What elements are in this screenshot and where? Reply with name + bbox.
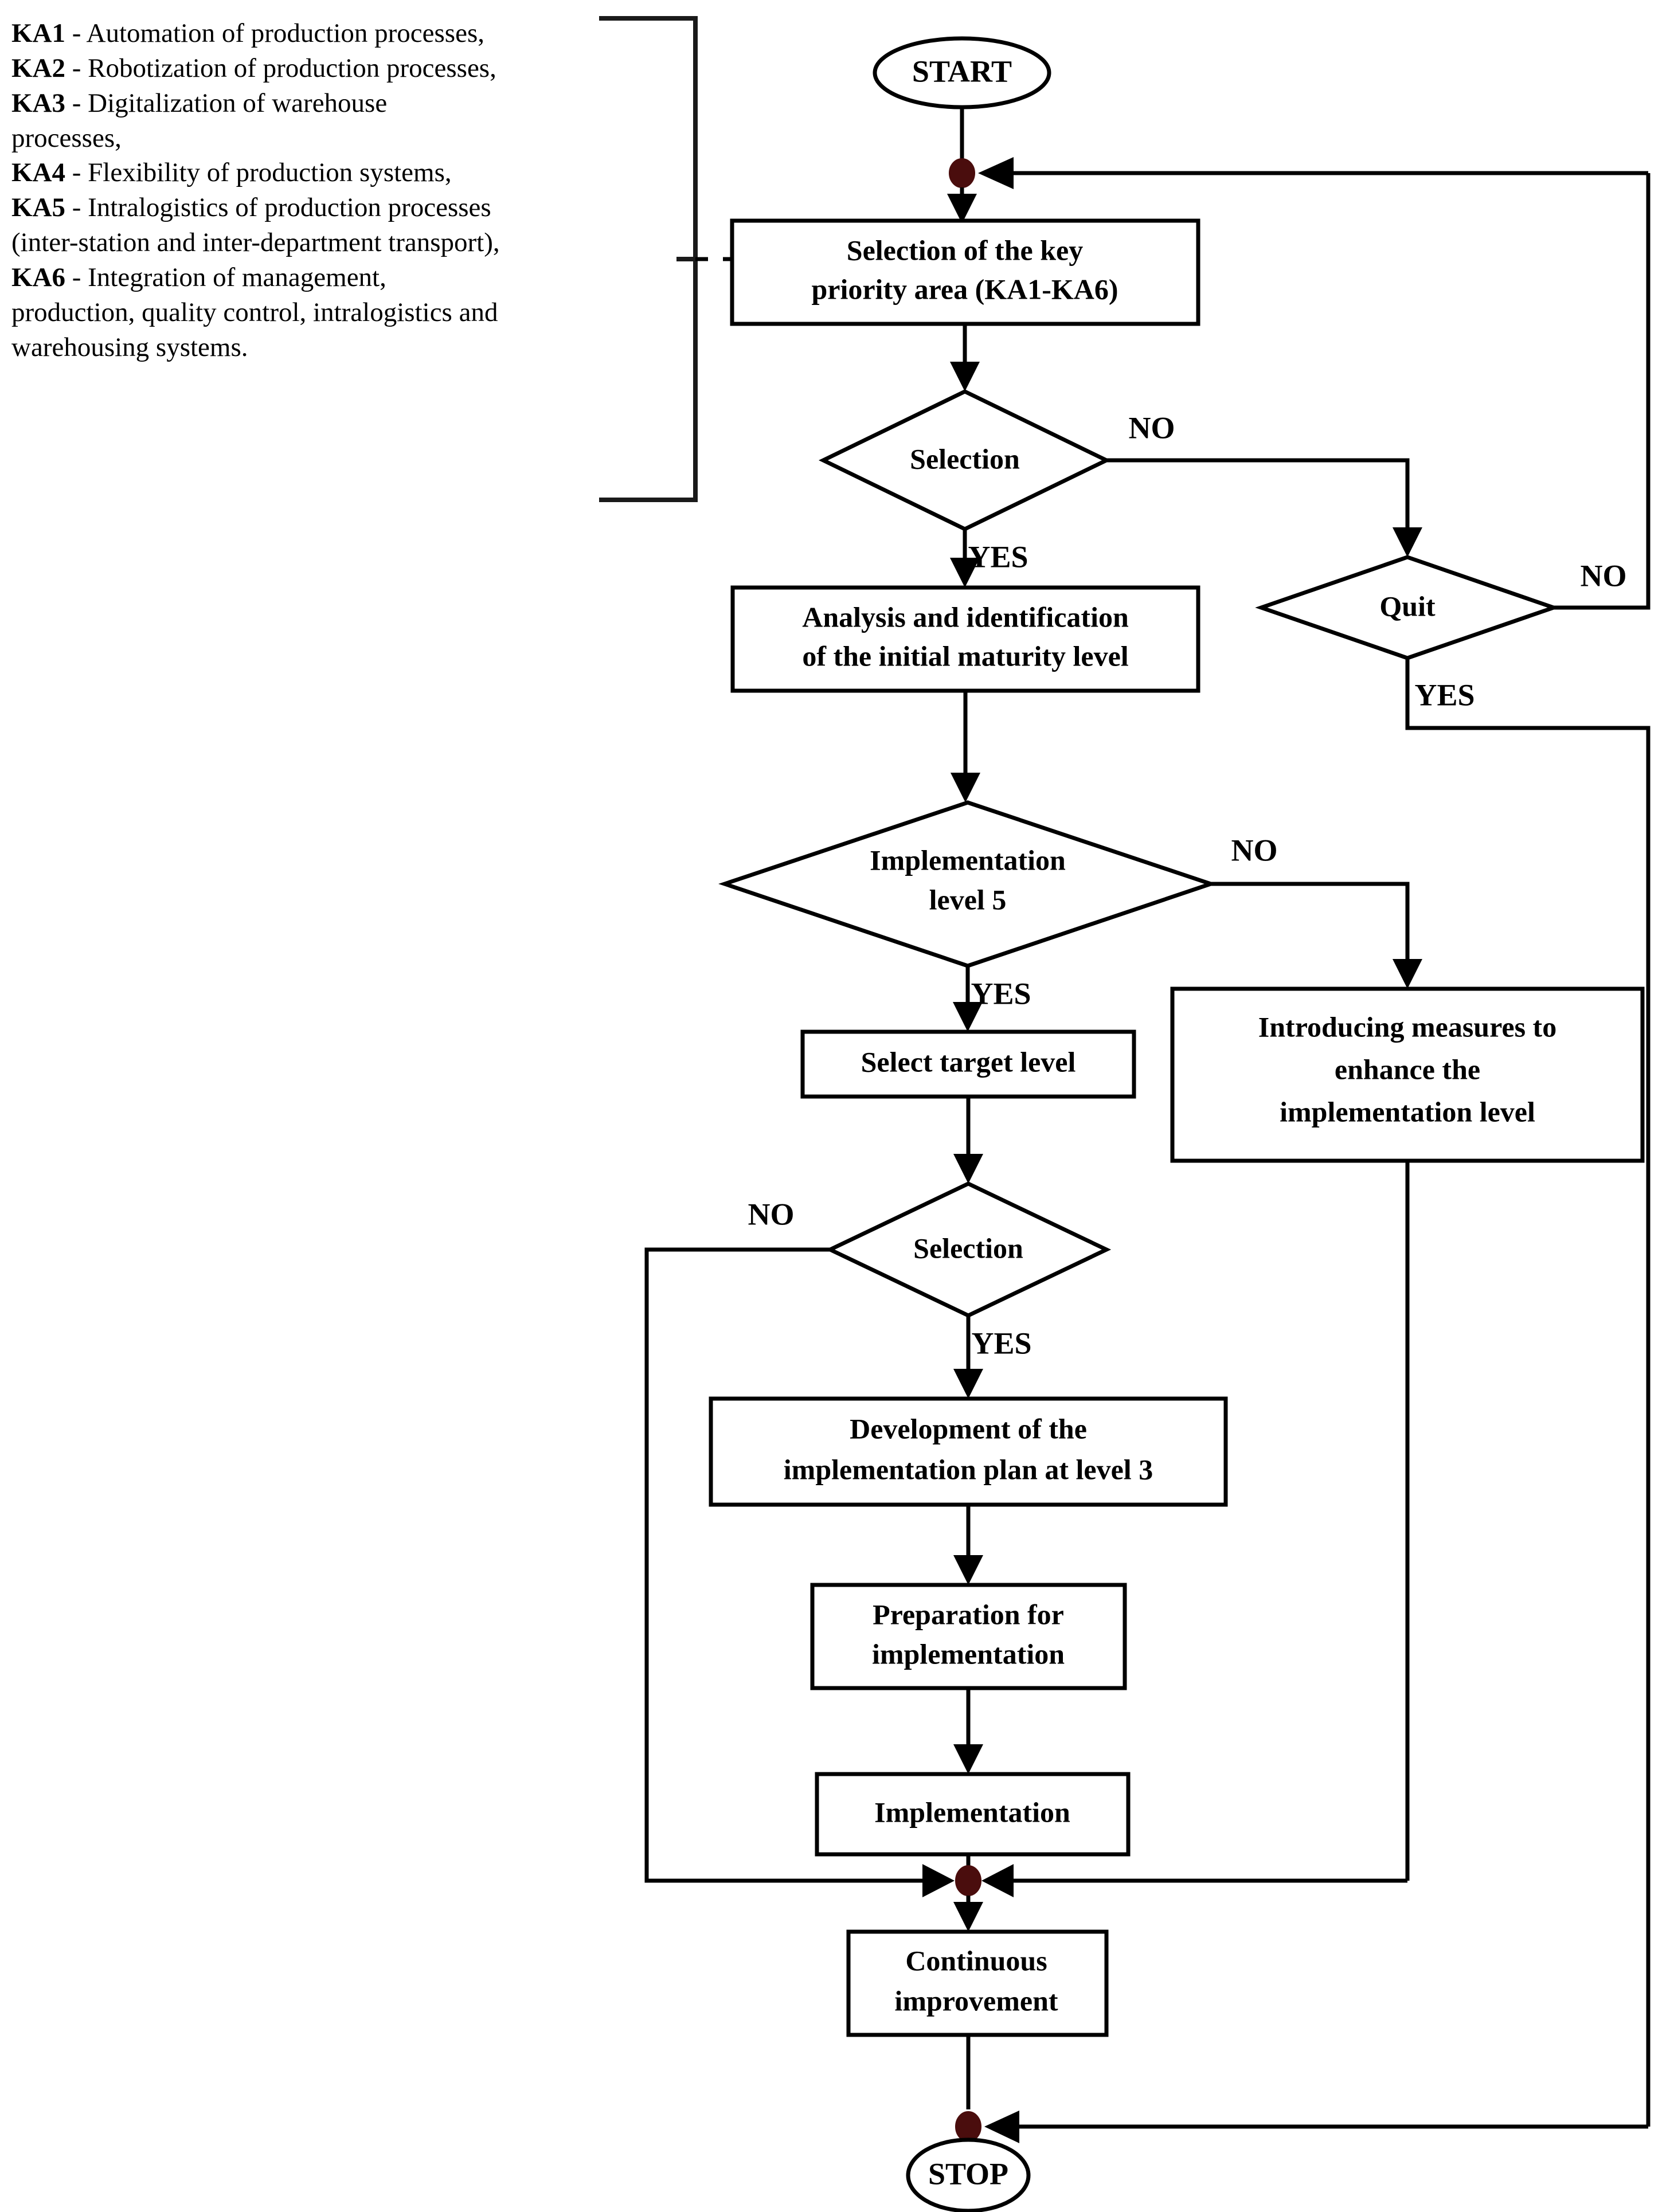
arrowhead-quityes-into-merge3 (984, 2111, 1019, 2143)
node-select-target-level: Select target level (800, 1029, 1136, 1099)
measures-line3: implementation level (1280, 1095, 1535, 1127)
legend-text-ka4: - Flexibility of production systems, (65, 158, 452, 188)
contimp-line2: improvement (894, 1984, 1058, 2017)
legend-text-ka3-cont: processes, (11, 123, 122, 153)
lvl5-line2: level 5 (929, 883, 1007, 915)
edge-quit-yes (1405, 658, 1651, 2127)
legend-text-ka6: - Integration of management, (65, 263, 386, 293)
start-label: START (912, 54, 1012, 88)
arrowhead-devplan-prep (953, 1555, 983, 1585)
legend-text-ka6-cont1: production, quality control, intralogist… (11, 297, 498, 327)
edge-sel1-no (1106, 458, 1410, 543)
implementation-label: Implementation (874, 1796, 1070, 1828)
legend-line-ka6-cont2: warehousing systems. (11, 330, 665, 365)
stop-label: STOP (928, 2156, 1008, 2191)
node-quit-decision: Quit (1255, 555, 1560, 660)
node-analysis-initial-maturity: Analysis and identification of the initi… (730, 585, 1200, 693)
legend-text-ka2: - Robotization of production processes, (65, 53, 496, 83)
node-select-key-priority-area: Selection of the key priority area (KA1-… (730, 218, 1200, 326)
legend-line-ka3: KA3 - Digitalization of warehouse (11, 86, 665, 121)
analysis-line1: Analysis and identification (802, 601, 1129, 633)
merge-node-1 (949, 158, 975, 188)
legend-line-ka6-cont1: production, quality control, intralogist… (11, 295, 665, 330)
select-key-priority-line2: priority area (KA1-KA6) (811, 273, 1118, 305)
node-continuous-improvement: Continuous improvement (846, 1929, 1109, 2037)
arrowhead-prep-impl (953, 1744, 983, 1774)
devplan-line2: implementation plan at level 3 (784, 1453, 1153, 1485)
legend-code-ka4: KA4 (11, 158, 65, 188)
edge-sel2-no (644, 1247, 927, 1883)
arrowhead-target-sel2 (953, 1154, 983, 1184)
arrowhead-merge2-contimp (953, 1902, 983, 1932)
select-target-level-label: Select target level (861, 1046, 1076, 1078)
legend-text-ka5: - Intralogistics of production processes (65, 193, 491, 223)
node-selection-decision-2: Selection (825, 1181, 1112, 1318)
legend-line-ka3-cont: processes, (11, 121, 665, 156)
prep-line2: implementation (872, 1638, 1065, 1670)
start-terminator: START (873, 36, 1051, 109)
legend-line-ka6: KA6 - Integration of management, (11, 260, 665, 295)
arrowhead-quit-no-into-merge1 (978, 157, 1014, 189)
measures-line1: Introducing measures to (1258, 1011, 1556, 1043)
branch-label-sel2-no: NO (748, 1197, 795, 1231)
legend-code-ka1: KA1 (11, 18, 65, 48)
devplan-line1: Development of the (850, 1412, 1087, 1444)
key-priority-areas-legend: KA1 - Automation of production processes… (11, 16, 665, 365)
arrowhead-analysis-lvl5 (951, 773, 980, 802)
stop-terminator: STOP (906, 2137, 1031, 2212)
arrowhead-measures-into-merge2 (981, 1864, 1014, 1897)
analysis-line2: of the initial maturity level (802, 640, 1128, 672)
legend-text-ka5-cont: (inter-station and inter-department tran… (11, 228, 500, 258)
legend-text-ka6-cont2: warehousing systems. (11, 332, 248, 362)
legend-text-ka3: - Digitalization of warehouse (65, 88, 388, 118)
contimp-line1: Continuous (905, 1944, 1047, 1976)
quit-label: Quit (1379, 590, 1436, 622)
branch-label-quit-yes: YES (1414, 678, 1475, 712)
legend-line-ka1: KA1 - Automation of production processes… (11, 16, 665, 51)
node-implementation-level5-decision: Implementation level 5 (718, 800, 1217, 968)
arrowhead-lvl5-yes (953, 1002, 983, 1032)
prep-line1: Preparation for (873, 1598, 1064, 1630)
branch-label-sel1-yes: YES (968, 539, 1028, 574)
legend-line-ka5: KA5 - Intralogistics of production proce… (11, 190, 665, 225)
legend-line-ka5-cont: (inter-station and inter-department tran… (11, 225, 665, 260)
lvl5-line1: Implementation (870, 844, 1066, 876)
arrowhead-sel1-no (1393, 527, 1422, 557)
node-introducing-measures: Introducing measures to enhance the impl… (1170, 986, 1645, 1163)
legend-code-ka3: KA3 (11, 88, 65, 118)
legend-text-ka1: - Automation of production processes, (65, 18, 484, 48)
merge-node-2 (955, 1865, 981, 1896)
legend-code-ka2: KA2 (11, 53, 65, 83)
select-key-priority-line1: Selection of the key (847, 234, 1083, 266)
legend-bracket (599, 16, 698, 502)
branch-label-sel1-no: NO (1129, 410, 1175, 445)
branch-label-sel2-yes: YES (971, 1326, 1031, 1360)
legend-code-ka5: KA5 (11, 193, 65, 223)
arrowhead-merge1-selectka (947, 194, 977, 224)
node-development-implementation-plan: Development of the implementation plan a… (709, 1396, 1228, 1507)
arrowhead-sel2-no-into-merge2 (922, 1864, 955, 1897)
branch-label-lvl5-no: NO (1231, 833, 1278, 867)
branch-label-quit-no: NO (1581, 558, 1627, 593)
arrowhead-lvl5-no (1393, 959, 1422, 989)
legend-line-ka2: KA2 - Robotization of production process… (11, 51, 665, 86)
measures-line2: enhance the (1335, 1053, 1480, 1085)
arrowhead-sel1-yes (950, 558, 980, 588)
node-implementation: Implementation (815, 1772, 1131, 1857)
legend-line-ka4: KA4 - Flexibility of production systems, (11, 155, 665, 190)
merge-node-3 (955, 2111, 981, 2142)
arrowhead-selectka-sel1 (950, 362, 980, 391)
node-selection-decision-1: Selection (818, 389, 1112, 531)
edge-quit-no-riser (1554, 173, 1651, 610)
selection-1-label: Selection (910, 443, 1020, 475)
selection-2-label: Selection (913, 1232, 1023, 1264)
arrowhead-sel2-yes (953, 1369, 983, 1399)
edge-lvl5-no (1211, 882, 1410, 974)
legend-code-ka6: KA6 (11, 263, 65, 293)
node-preparation-for-implementation: Preparation for implementation (810, 1583, 1127, 1690)
